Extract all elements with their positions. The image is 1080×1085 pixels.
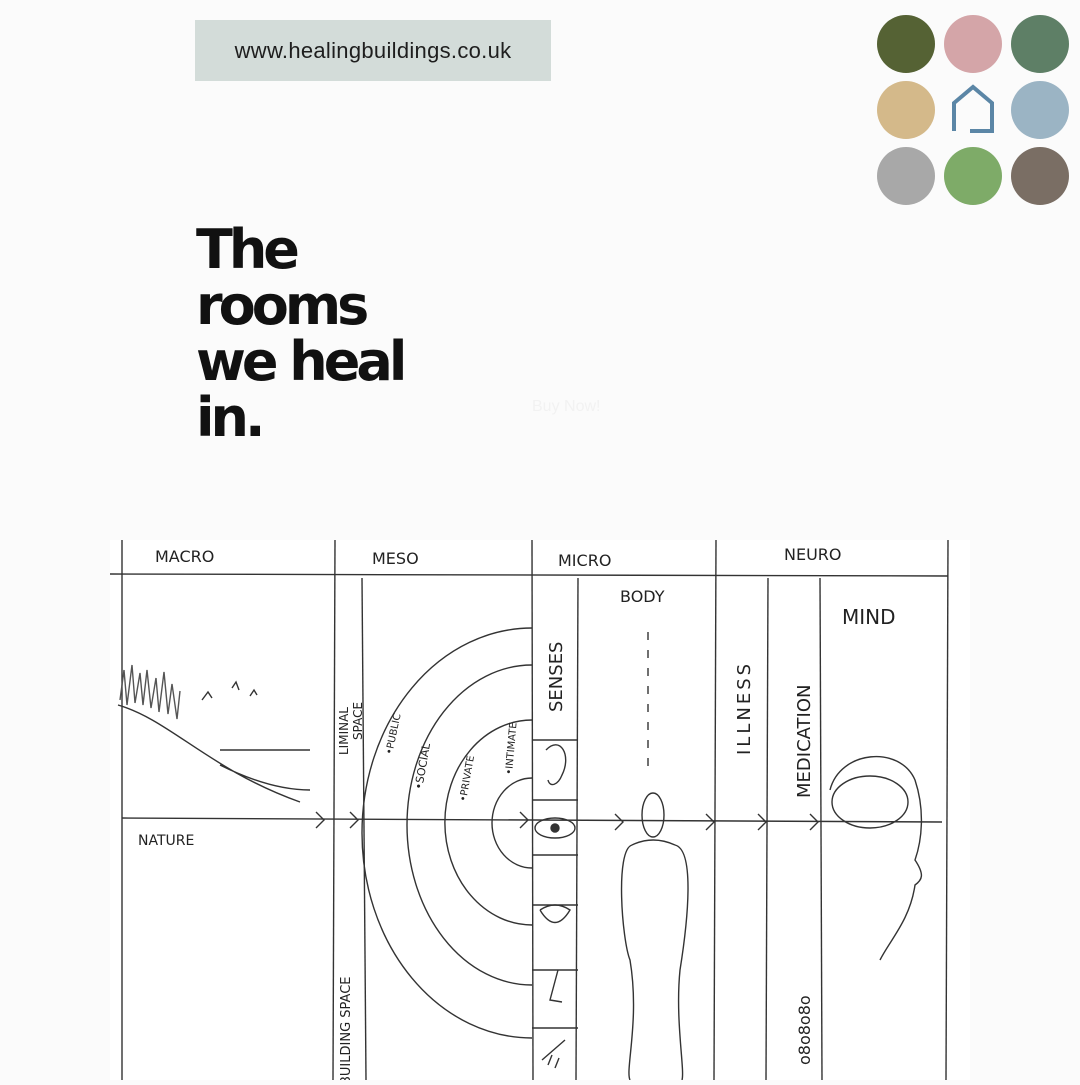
label-medication: MEDICATION [794, 685, 815, 799]
swatch-pink [944, 15, 1002, 73]
sense-icons [534, 744, 576, 1069]
label-body: BODY [620, 587, 665, 606]
swatch-olive [877, 15, 935, 73]
headline: The rooms we heal in. [196, 218, 407, 449]
label-liminal: LIMINAL [337, 707, 351, 755]
label-micro: MICRO [558, 551, 611, 570]
swatch-grey [877, 147, 935, 205]
headline-line: The [196, 218, 300, 281]
label-public: •PUBLIC [384, 713, 403, 756]
label-building-space: BUILDING SPACE [339, 976, 354, 1080]
swatch-sand [877, 81, 935, 139]
house-icon [952, 84, 994, 133]
headline-line: in. [196, 386, 265, 449]
swatch-light-blue [1011, 81, 1069, 139]
headline-line: we heal [196, 330, 407, 393]
label-nature: NATURE [138, 833, 194, 849]
label-meso: MESO [372, 549, 419, 568]
label-social: •SOCIAL [412, 741, 433, 790]
head-brain-sketch [829, 756, 923, 961]
nature-sketch [117, 664, 311, 803]
label-macro: MACRO [155, 547, 214, 566]
label-mind: MIND [842, 605, 896, 629]
grid-lines [109, 539, 949, 1081]
swatch-taupe [1011, 147, 1069, 205]
label-intimate: •INTIMATE [504, 722, 520, 775]
headline-line: rooms [196, 274, 369, 337]
label-space: SPACE [351, 702, 365, 740]
label-neuro: NEURO [784, 545, 842, 564]
swatch-green [944, 147, 1002, 205]
proximity-arcs [361, 627, 578, 1039]
website-url[interactable]: www.healingbuildings.co.uk [195, 20, 551, 81]
buy-now-button[interactable]: Buy Now! [532, 398, 601, 415]
label-senses: SENSES [546, 642, 567, 713]
sketch-diagram: MACRO MESO MICRO NEURO BODY MIND NATURE … [109, 539, 970, 1085]
label-illness: ILLNESS [734, 661, 755, 755]
swatch-sage [1011, 15, 1069, 73]
pills-sketch: o8o8o8o [795, 995, 814, 1065]
body-figure [620, 632, 689, 1081]
